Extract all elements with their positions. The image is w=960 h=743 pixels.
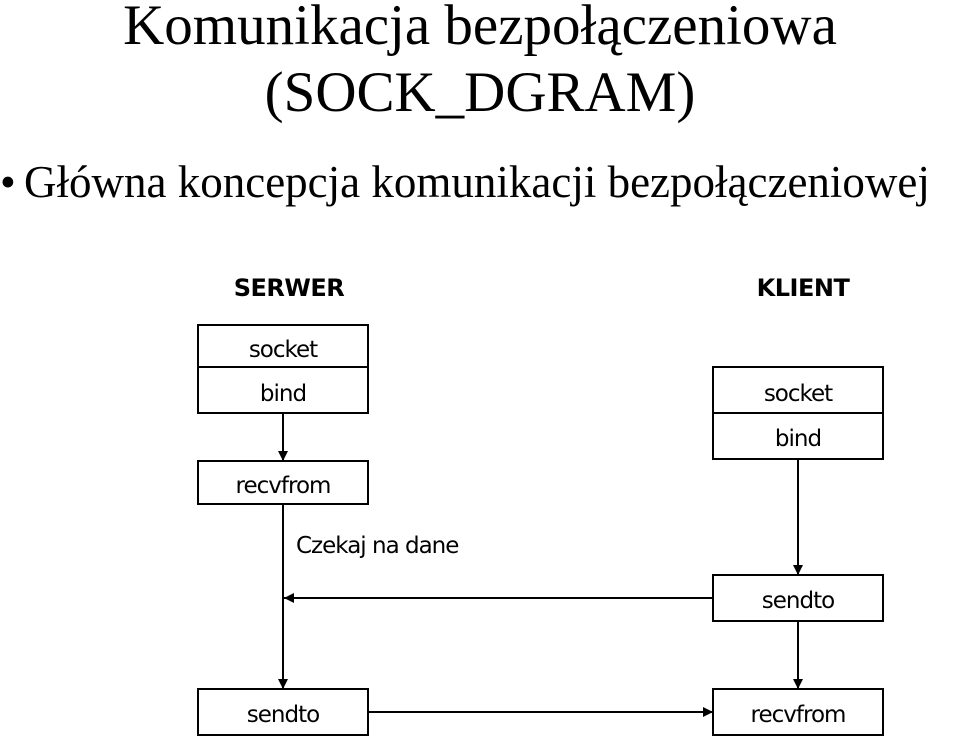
- bullet-item: •Główna koncepcja komunikacji bezpołącze…: [0, 158, 930, 206]
- server-socket-box: socket: [197, 324, 369, 368]
- client-socket-label: socket: [764, 381, 833, 407]
- bullet-text: Główna koncepcja komunikacji bezpołączen…: [24, 157, 930, 207]
- wait-for-data-note: Czekaj na dane: [296, 533, 458, 559]
- server-recvfrom-label: recvfrom: [236, 473, 331, 499]
- client-sendto-box: sendto: [712, 574, 884, 622]
- client-bind-label: bind: [775, 426, 821, 452]
- server-bind-label: bind: [260, 381, 306, 407]
- server-recvfrom-box: recvfrom: [197, 460, 369, 505]
- client-socket-box: socket: [712, 366, 884, 414]
- server-bind-box: bind: [197, 366, 369, 414]
- bullet-dot-icon: •: [0, 157, 16, 207]
- client-bind-box: bind: [712, 412, 884, 460]
- server-heading: SERWER: [234, 274, 345, 302]
- server-sendto-label: sendto: [247, 702, 319, 728]
- server-socket-label: socket: [249, 337, 318, 363]
- slide-title-line2: (SOCK_DGRAM): [264, 61, 696, 124]
- client-recvfrom-box: recvfrom: [712, 688, 884, 736]
- client-recvfrom-label: recvfrom: [751, 702, 846, 728]
- client-heading: KLIENT: [757, 274, 851, 302]
- client-sendto-label: sendto: [762, 588, 834, 614]
- server-sendto-box: sendto: [197, 688, 369, 736]
- slide-title-line1: Komunikacja bezpołączeniowa: [123, 0, 837, 57]
